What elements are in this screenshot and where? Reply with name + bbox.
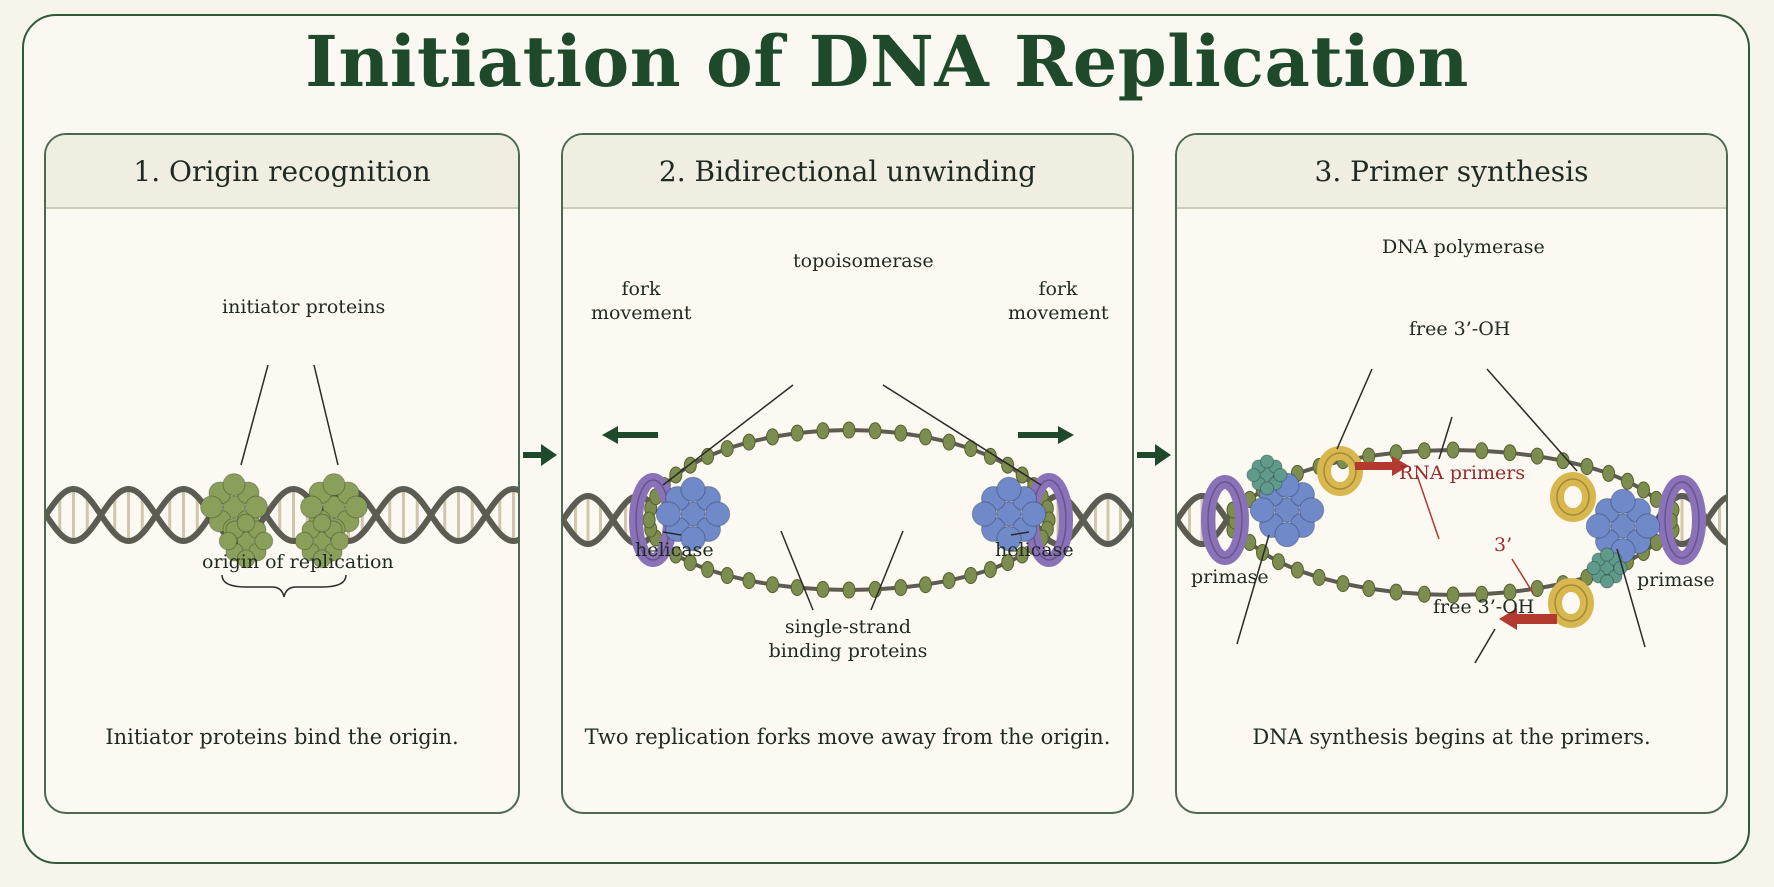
label-free-3oh-bottom: free 3’-OH <box>1433 596 1535 618</box>
panel-primer-synthesis: 3. Primer synthesis DNA polymerase free … <box>1175 133 1728 814</box>
pointer-line <box>1336 368 1373 450</box>
fork-arrow-right <box>1018 426 1074 444</box>
initiator-protein <box>218 513 274 569</box>
dna-polymerase-lower <box>1548 578 1594 628</box>
panel-origin-recognition: 1. Origin recognition initiator proteins… <box>44 133 520 814</box>
ssb-coated-strand-bottom <box>642 511 1056 599</box>
panel-caption: Two replication forks move away from the… <box>584 725 1111 749</box>
helicase-right <box>971 476 1047 552</box>
pointer-line <box>1511 558 1534 594</box>
label-primase-right: primase <box>1637 569 1715 591</box>
origin-recognition-illustration <box>46 364 518 598</box>
label-free-3oh-top: free 3’-OH <box>1409 318 1511 340</box>
panel-heading: 1. Origin recognition <box>46 135 518 209</box>
label-helicase-right: helicase <box>995 539 1074 561</box>
panel-heading: 2. Bidirectional unwinding <box>563 135 1132 209</box>
primer-synthesis-illustration <box>1177 368 1726 664</box>
pointer-line <box>870 530 904 611</box>
pointer-line <box>1438 416 1453 460</box>
label-three-prime-end: 3’ <box>1494 534 1513 556</box>
label-initiator-proteins: initiator proteins <box>222 296 386 318</box>
panel-caption: Initiator proteins bind the origin. <box>105 725 459 749</box>
helicase-left <box>655 476 731 552</box>
label-topoisomerase: topoisomerase <box>793 250 934 272</box>
pointer-line <box>1486 368 1578 472</box>
pointer-line <box>882 384 1042 486</box>
panel-bidirectional-unwinding: 2. Bidirectional unwinding topoisomerase… <box>561 133 1134 814</box>
pointer-line <box>1616 548 1646 648</box>
pointer-line <box>662 531 682 536</box>
primase-left <box>1246 454 1288 496</box>
initiator-protein <box>294 513 350 569</box>
pointer-line <box>1474 628 1496 664</box>
label-single-strand-binding-proteins: single-strand binding proteins <box>768 616 928 662</box>
pointer-line <box>1236 534 1270 645</box>
panel-heading: 3. Primer synthesis <box>1177 135 1726 209</box>
next-step-arrow <box>523 444 557 466</box>
helicase-right <box>1585 488 1661 564</box>
bidirectional-unwinding-illustration <box>563 384 1132 611</box>
pointer-line <box>240 364 269 466</box>
next-step-arrow <box>1137 444 1171 466</box>
pointer-line <box>1010 531 1030 536</box>
primase-right <box>1586 547 1628 589</box>
dna-double-helix <box>46 485 518 545</box>
topoisomerase-left <box>1201 475 1249 565</box>
label-primase-left: primase <box>1191 566 1269 588</box>
topoisomerase-right <box>1658 475 1706 565</box>
label-dna-polymerase: DNA polymerase <box>1382 236 1545 258</box>
pointer-line <box>780 530 814 611</box>
label-rna-primers: RNA primers <box>1399 462 1526 484</box>
rna-primer-top <box>1355 456 1409 476</box>
origin-bracket <box>221 574 347 598</box>
label-fork-movement-left: fork movement <box>591 278 692 324</box>
dna-polymerase-top <box>1317 446 1363 496</box>
fork-arrow-left <box>602 426 658 444</box>
pointer-line <box>1416 474 1440 540</box>
dna-polymerase-bottom <box>1550 472 1596 522</box>
rna-primer-bottom <box>1499 608 1557 630</box>
label-helicase-left: helicase <box>635 539 714 561</box>
page-title: Initiation of DNA Replication <box>305 20 1469 103</box>
label-origin-of-replication: origin of replication <box>202 551 394 573</box>
panel-caption: DNA synthesis begins at the primers. <box>1252 725 1651 749</box>
label-fork-movement-right: fork movement <box>1008 278 1109 324</box>
pointer-line <box>313 364 339 466</box>
pointer-line <box>662 384 794 486</box>
